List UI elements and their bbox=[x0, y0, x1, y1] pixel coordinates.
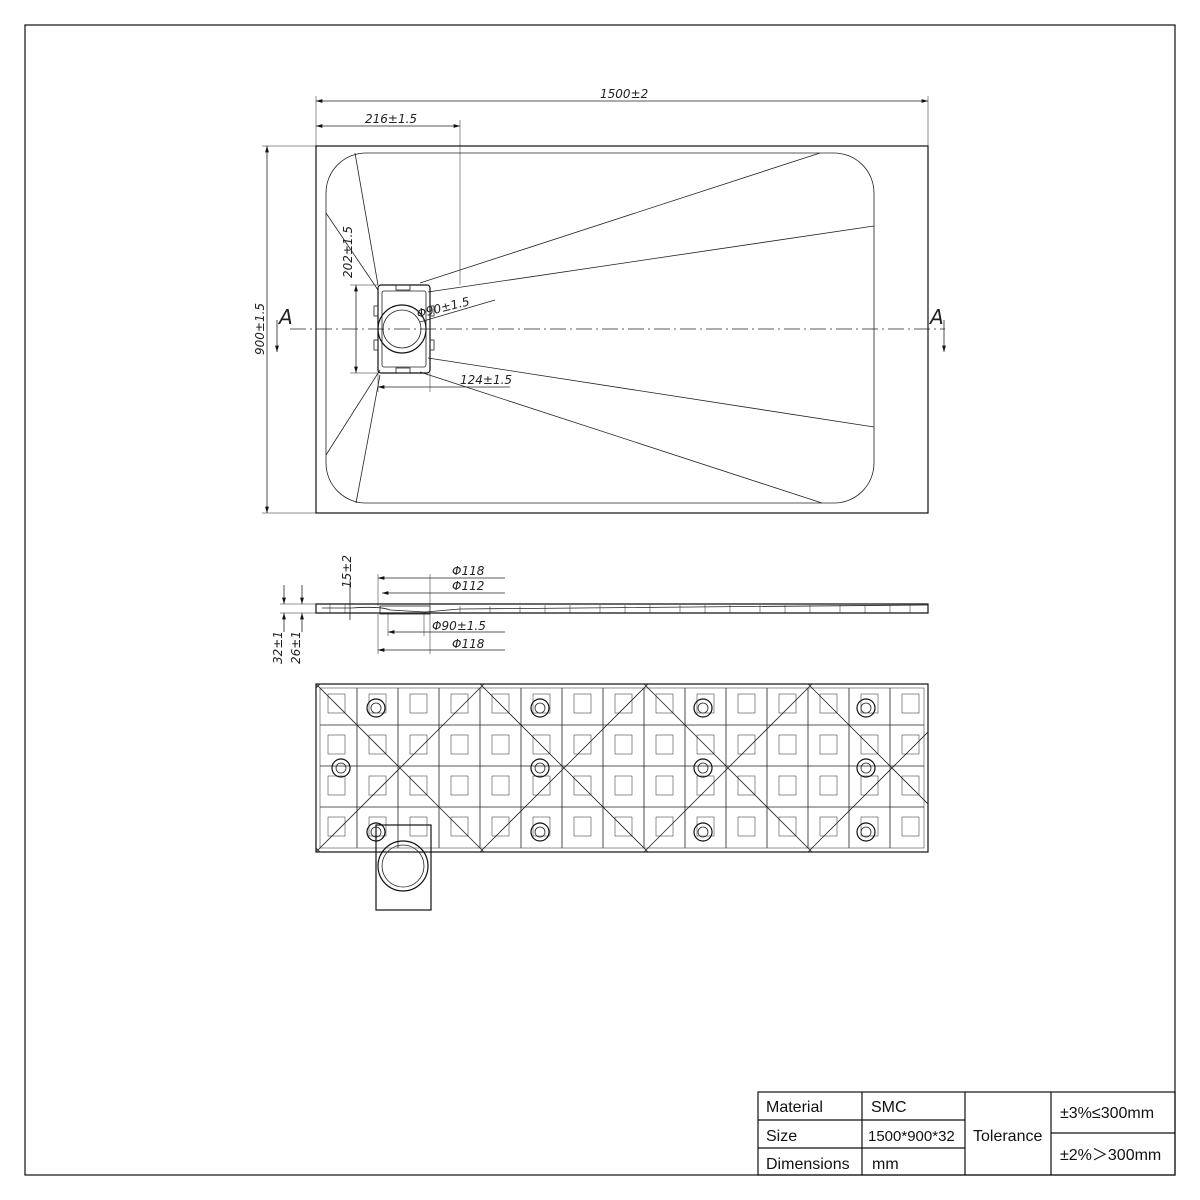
dim-outer-diameter-bottom: Φ118 bbox=[452, 637, 485, 651]
material-label: Material bbox=[766, 1099, 823, 1116]
tolerance-large: ±2%＞300mm bbox=[1060, 1147, 1161, 1164]
dim-inner-diameter-top: Φ112 bbox=[452, 579, 484, 593]
dim-body-height: 26±1 bbox=[289, 631, 303, 664]
dim-drain-diameter: Φ90±1.5 bbox=[415, 294, 471, 321]
material-value: SMC bbox=[871, 1099, 907, 1116]
dim-drain-height: 202±1.5 bbox=[341, 226, 355, 278]
bottom-view bbox=[315, 683, 929, 911]
tray-inner-basin bbox=[325, 152, 875, 504]
dimensions-label: Dimensions bbox=[766, 1156, 850, 1173]
tolerance-label: Tolerance bbox=[973, 1128, 1042, 1145]
rib-grid bbox=[320, 688, 924, 848]
dim-pipe-diameter: Φ90±1.5 bbox=[432, 619, 486, 633]
dim-overall-length: 1500±2 bbox=[600, 87, 648, 101]
dim-outer-diameter-top: Φ118 bbox=[452, 564, 485, 578]
tray-outline bbox=[315, 145, 929, 514]
dim-drain-width: 124±1.5 bbox=[460, 373, 512, 387]
tolerance-small: ±3%≤300mm bbox=[1060, 1105, 1154, 1122]
dim-drain-offset: 216±1.5 bbox=[365, 112, 417, 126]
slope-lines bbox=[325, 152, 875, 504]
size-value: 1500*900*32 bbox=[868, 1128, 955, 1145]
section-view: Φ118 Φ112 Φ90±1.5 Φ118 15±2 32±1 26±1 bbox=[271, 555, 929, 664]
section-label-right: A bbox=[928, 305, 944, 329]
size-label: Size bbox=[766, 1128, 797, 1145]
section-label-left: A bbox=[277, 305, 293, 329]
spec-table: Material SMC Size 1500*900*32 Dimensions… bbox=[757, 1091, 1176, 1176]
dim-overall-width: 900±1.5 bbox=[253, 303, 267, 355]
dim-lip: 15±2 bbox=[340, 555, 354, 588]
mounting-bosses bbox=[331, 698, 876, 842]
diagonal-ribs bbox=[316, 684, 928, 852]
drawing-frame bbox=[24, 24, 1176, 1176]
dimensions-value: mm bbox=[872, 1156, 899, 1173]
drain-bottom bbox=[375, 824, 432, 911]
top-view: A A 1500±2 216±1.5 900±1.5 202±1.5 Φ90±1… bbox=[253, 87, 946, 514]
dim-total-height: 32±1 bbox=[271, 631, 285, 664]
